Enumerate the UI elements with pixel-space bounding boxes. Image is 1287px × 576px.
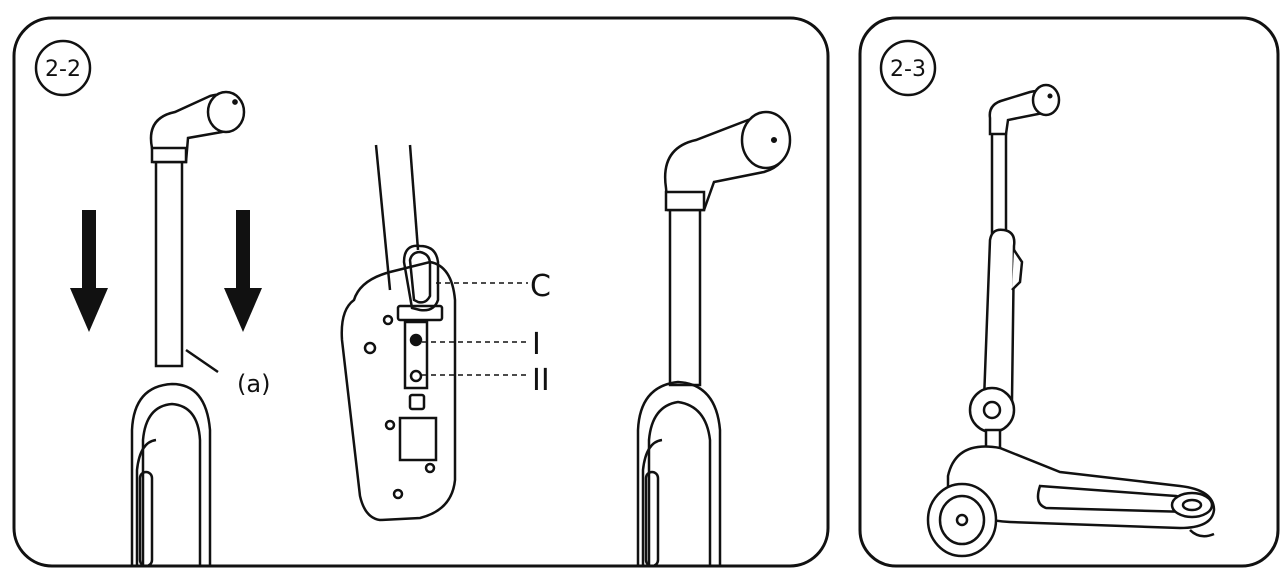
handlebar-illustration <box>149 90 246 374</box>
callout-one: I <box>532 327 541 362</box>
callout-lines <box>422 282 530 376</box>
step-badge-right-label: 2-3 <box>890 57 926 82</box>
down-arrow-icon <box>224 210 262 332</box>
callout-two: II <box>532 363 550 398</box>
stem-base-right <box>636 380 722 568</box>
step-badge-left: 2-2 <box>34 39 92 97</box>
assembled-handlebar-illustration <box>663 110 792 387</box>
stem-base-left <box>130 382 212 568</box>
down-arrow-icon <box>70 210 108 332</box>
panel-frame-left <box>12 16 830 568</box>
panel-frame-right <box>858 16 1280 568</box>
callout-a: (a) <box>237 370 270 398</box>
callout-c: C <box>530 269 551 304</box>
step-badge-right: 2-3 <box>879 39 937 97</box>
step-badge-left-label: 2-2 <box>45 57 81 82</box>
scooter-illustration <box>926 83 1216 558</box>
clamp-detail-illustration <box>340 144 457 522</box>
